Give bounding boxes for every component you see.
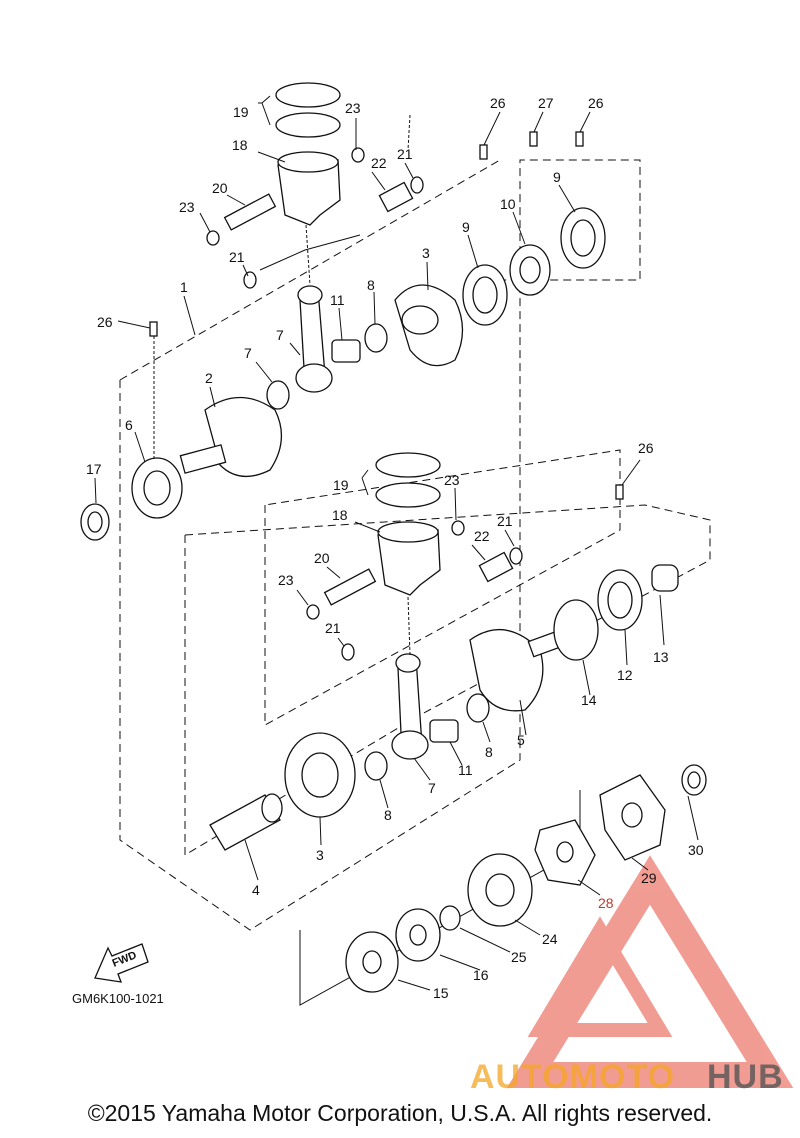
- washer: [243, 271, 257, 289]
- thrust-washer: [466, 693, 490, 723]
- callout: 11: [458, 762, 473, 778]
- piston-pin: [323, 568, 377, 606]
- callout: 16: [473, 967, 489, 983]
- callout: 5: [517, 732, 525, 748]
- needle-bearing: [478, 551, 514, 583]
- washer: [341, 643, 355, 661]
- watermark-logo: [506, 855, 794, 1088]
- callout: 10: [500, 196, 516, 212]
- fwd-arrow-icon: FWD: [94, 943, 149, 983]
- thrust-washer: [364, 751, 388, 781]
- callout: 7: [428, 780, 436, 796]
- thrust-washer: [266, 380, 290, 410]
- snap-ring: [553, 599, 599, 661]
- piston-ring: [275, 82, 341, 108]
- callout: 26: [638, 440, 654, 456]
- callout: 26: [490, 95, 506, 111]
- crank-web: [469, 628, 544, 712]
- callout: 9: [462, 219, 470, 235]
- callout: 23: [278, 572, 294, 588]
- dowel-pin: [529, 131, 538, 147]
- callout: 25: [511, 949, 527, 965]
- callout: 20: [314, 550, 330, 566]
- callout: 23: [345, 100, 361, 116]
- watermark-part2: HUB: [707, 1058, 784, 1096]
- callout: 7: [276, 327, 284, 343]
- callout: 22: [474, 528, 490, 544]
- circlip: [306, 604, 320, 620]
- piston-ring: [375, 482, 441, 508]
- upper-assembly: [80, 82, 606, 541]
- callout: 3: [422, 245, 430, 261]
- callout: 26: [97, 314, 113, 330]
- callout: 21: [397, 146, 413, 162]
- callout: 8: [367, 277, 375, 293]
- callout: 6: [125, 417, 133, 433]
- callout: 9: [553, 169, 561, 185]
- assembly-outlines: [119, 159, 711, 1006]
- callout: 18: [232, 137, 248, 153]
- needle-bearing: [378, 181, 414, 213]
- callout: 12: [617, 667, 633, 683]
- callout: 8: [485, 744, 493, 760]
- callout: 22: [371, 155, 387, 171]
- callout: 28: [598, 895, 614, 911]
- callout: 18: [332, 507, 348, 523]
- callout: 21: [229, 249, 245, 265]
- collar: [651, 564, 679, 592]
- callout: 20: [212, 180, 228, 196]
- dowel-pin: [575, 131, 584, 147]
- callout: 27: [538, 95, 554, 111]
- callout: 23: [444, 472, 460, 488]
- callout: 17: [86, 461, 102, 477]
- callout: 15: [433, 985, 449, 1001]
- callout: 23: [179, 199, 195, 215]
- dowel-pin: [479, 144, 488, 160]
- callout: 1: [180, 279, 188, 295]
- washer: [439, 905, 461, 931]
- callout: 24: [542, 931, 558, 947]
- diagram-code: GM6K100-1021: [72, 991, 164, 1006]
- lower-assembly: [209, 452, 707, 993]
- piston-ring: [375, 452, 441, 478]
- crank-bearing: [429, 719, 459, 743]
- watermark-part1: AUTOMOTO: [470, 1058, 675, 1096]
- callout: 19: [333, 477, 349, 493]
- callout: 29: [641, 870, 657, 886]
- watermark-text: AUTOMOTO HUB: [470, 1058, 784, 1096]
- callout: 13: [653, 649, 669, 665]
- callout: 30: [688, 842, 704, 858]
- thrust-washer: [364, 323, 388, 353]
- callout: 19: [233, 104, 249, 120]
- callout: 21: [497, 513, 513, 529]
- circlip: [451, 520, 465, 536]
- callout: 2: [205, 370, 213, 386]
- copyright-notice: ©2015 Yamaha Motor Corporation, U.S.A. A…: [87, 1100, 713, 1126]
- callout: 14: [581, 692, 597, 708]
- dowel-pin: [149, 321, 158, 337]
- callouts: 19 23 18 22 21 20 23 21 26 27 26 9 10 9 …: [86, 95, 704, 1001]
- callout: 8: [384, 807, 392, 823]
- callout: 7: [244, 345, 252, 361]
- piston-ring: [275, 112, 341, 138]
- circlip: [206, 230, 220, 246]
- circlip: [351, 147, 365, 163]
- washer: [410, 176, 424, 194]
- dowel-pin: [615, 484, 624, 500]
- callout: 11: [330, 292, 345, 308]
- piston-pin: [223, 193, 277, 231]
- callout: 4: [252, 882, 260, 898]
- callout: 26: [588, 95, 604, 111]
- callout: 21: [325, 620, 341, 636]
- crank-bearing: [331, 339, 361, 363]
- washer: [509, 547, 523, 565]
- leader-lines: [94, 95, 699, 991]
- callout: 3: [316, 847, 324, 863]
